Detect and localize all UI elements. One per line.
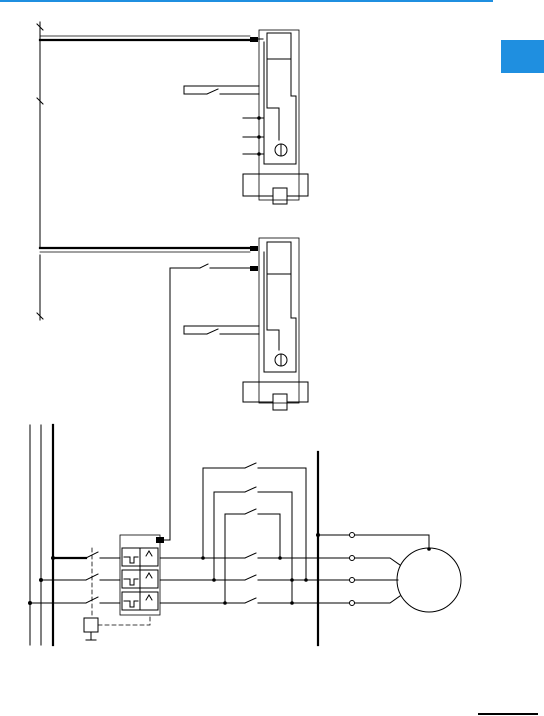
terminal-plug <box>156 537 164 543</box>
coil-symbol <box>84 618 98 632</box>
terminal-plug <box>250 37 258 42</box>
terminal-plug <box>250 246 258 251</box>
relay-housing <box>259 238 299 403</box>
control-bus-left <box>37 22 43 320</box>
phase-lines <box>160 463 352 605</box>
terminal-plug <box>250 266 258 271</box>
motor-circuit <box>316 452 461 645</box>
coil-symbol <box>273 188 287 204</box>
relay-module-upper <box>40 30 308 204</box>
relay-module-lower <box>40 238 308 540</box>
motor-circle <box>397 548 461 612</box>
supply-busbars <box>28 425 86 645</box>
relay-terminal-block <box>267 242 291 274</box>
coil-symbol <box>273 394 287 410</box>
relay-terminal-block <box>267 33 291 59</box>
